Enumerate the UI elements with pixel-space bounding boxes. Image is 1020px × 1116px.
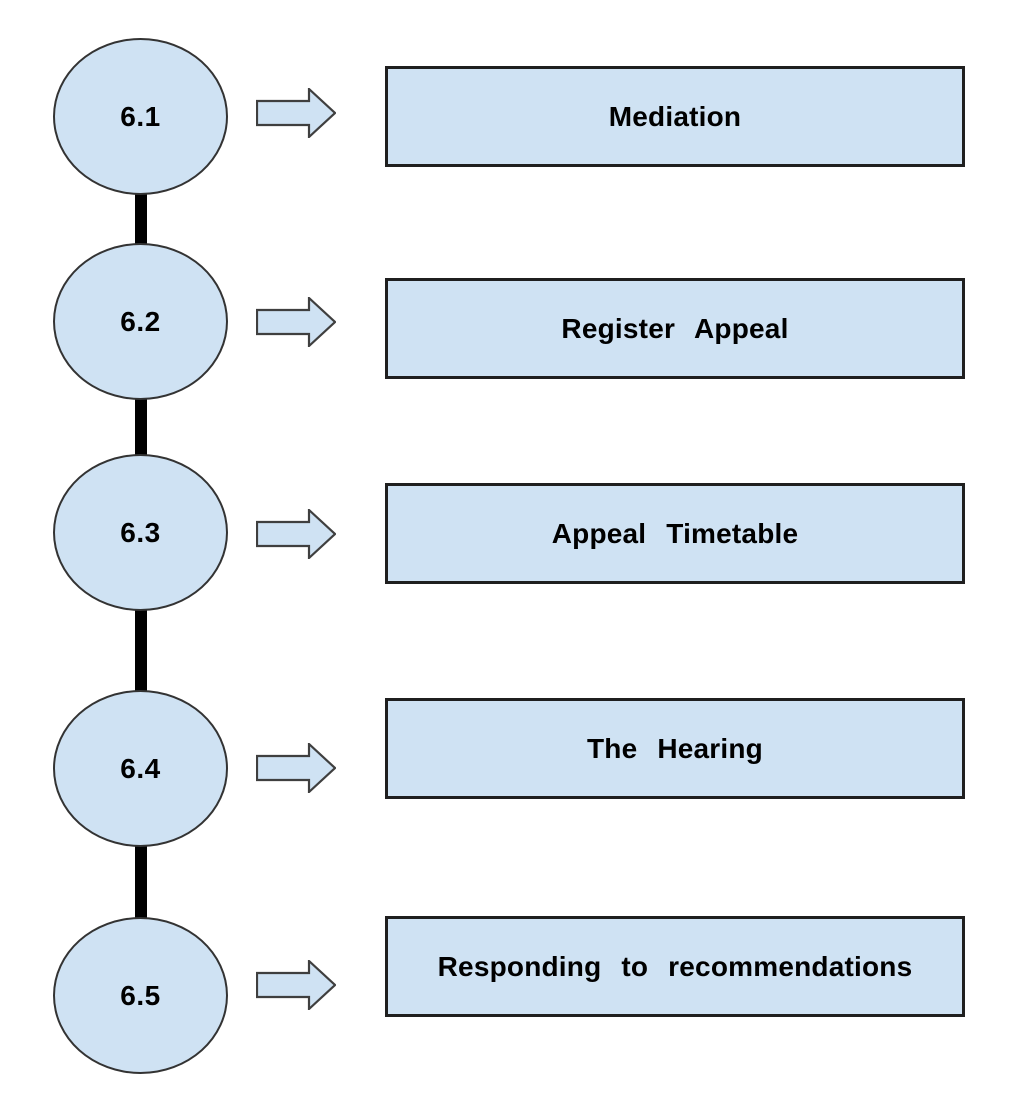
step-box-4: The Hearing <box>385 698 965 799</box>
step-label-5: Responding to recommendations <box>437 950 913 982</box>
arrow-right-icon-2 <box>256 297 336 347</box>
step-number-3: 6.3 <box>120 516 161 548</box>
arrow-right-icon-1 <box>256 88 336 138</box>
step-box-2: Register Appeal <box>385 278 965 379</box>
step-label-1: Mediation <box>608 100 742 132</box>
step-number-4: 6.4 <box>120 752 161 784</box>
step-circle-3: 6.3 <box>53 454 228 611</box>
arrow-right-icon-5 <box>256 960 336 1010</box>
step-label-4: The Hearing <box>586 732 763 764</box>
step-number-2: 6.2 <box>120 305 161 337</box>
arrow-right-icon-4 <box>256 743 336 793</box>
step-box-3: Appeal Timetable <box>385 483 965 584</box>
step-box-1: Mediation <box>385 66 965 167</box>
step-circle-5: 6.5 <box>53 917 228 1074</box>
step-circle-2: 6.2 <box>53 243 228 400</box>
step-number-1: 6.1 <box>120 100 161 132</box>
step-circle-4: 6.4 <box>53 690 228 847</box>
step-box-5: Responding to recommendations <box>385 916 965 1017</box>
step-circle-1: 6.1 <box>53 38 228 195</box>
step-label-3: Appeal Timetable <box>551 517 799 549</box>
step-number-5: 6.5 <box>120 979 161 1011</box>
arrow-right-icon-3 <box>256 509 336 559</box>
step-label-2: Register Appeal <box>561 312 789 344</box>
